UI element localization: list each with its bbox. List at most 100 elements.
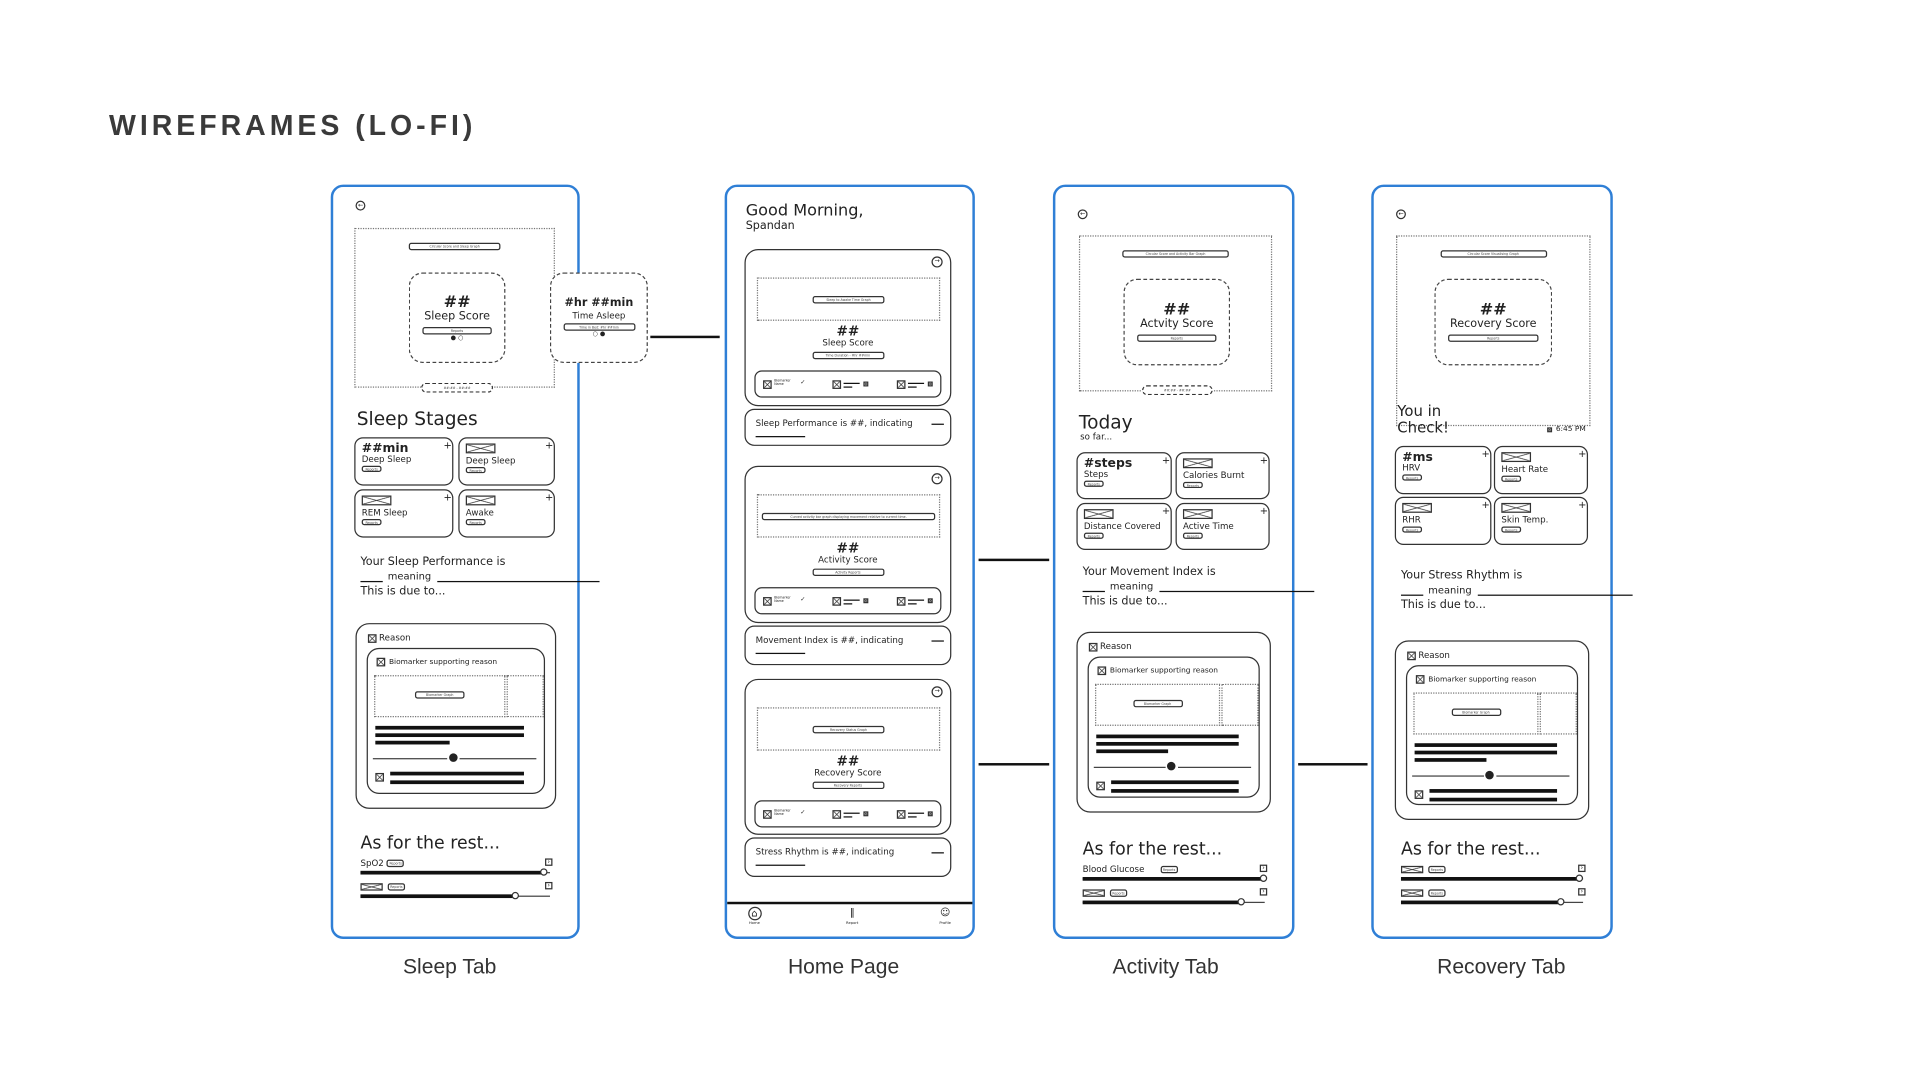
add-icon[interactable]: + bbox=[1578, 499, 1587, 511]
add-icon[interactable]: + bbox=[443, 491, 452, 503]
open-detail-button[interactable]: → bbox=[931, 686, 943, 698]
tile-reports-button[interactable]: Reports bbox=[1083, 480, 1104, 487]
nav-item-report[interactable]: ‖ Report bbox=[841, 907, 863, 932]
add-icon[interactable]: + bbox=[545, 491, 554, 503]
insight-card[interactable]: Movement Index is ##, indicating bbox=[744, 625, 952, 666]
chevron-right-button[interactable]: › bbox=[545, 881, 553, 890]
insight-card[interactable]: Sleep Performance is ##, indicating bbox=[744, 408, 952, 446]
back-button[interactable]: ← bbox=[1396, 209, 1406, 220]
nav-item-profile[interactable]: ☺Profile bbox=[934, 907, 956, 932]
reason-label: Reason bbox=[1099, 641, 1132, 652]
tile-reports-button[interactable]: Reports bbox=[1501, 475, 1522, 482]
add-icon[interactable]: + bbox=[1481, 499, 1490, 511]
carousel-dots[interactable]: ● ○ bbox=[450, 333, 464, 342]
biomarker-icon bbox=[832, 597, 842, 606]
metric-badge[interactable]: Reports bbox=[1428, 889, 1446, 897]
tile-reports-button[interactable]: Reports bbox=[465, 466, 486, 474]
insight-card[interactable]: Stress Rhythm is ##, indicating bbox=[744, 837, 952, 878]
chevron-right-button[interactable]: › bbox=[1259, 864, 1268, 873]
chevron-right-button[interactable]: › bbox=[1259, 888, 1268, 896]
add-icon[interactable]: + bbox=[1259, 454, 1269, 466]
open-detail-button[interactable]: → bbox=[931, 473, 943, 485]
summary-line: Your Movement Index is bbox=[1082, 566, 1216, 579]
add-icon[interactable]: + bbox=[545, 439, 554, 451]
nav-label: Report bbox=[846, 920, 859, 926]
score-reports-button[interactable]: Reports bbox=[422, 326, 492, 334]
time-range-pill[interactable]: ##:## - ##:## bbox=[421, 382, 494, 393]
score-reports-button[interactable]: Reports bbox=[1137, 334, 1217, 342]
time-range-pill[interactable]: ##:## - ##:## bbox=[1142, 385, 1213, 396]
value-line bbox=[907, 599, 925, 602]
text-line bbox=[1414, 758, 1486, 762]
metric-slider-knob[interactable] bbox=[1557, 898, 1565, 906]
add-icon[interactable]: + bbox=[1161, 454, 1171, 466]
metric-badge[interactable]: Reports bbox=[1428, 865, 1446, 874]
status-icon bbox=[927, 381, 933, 387]
back-button[interactable]: ← bbox=[1077, 209, 1088, 220]
bar-chart-icon: ‖ bbox=[849, 906, 855, 918]
reports-button[interactable]: Activity Reports bbox=[811, 568, 884, 577]
tile-reports-button[interactable]: Reports bbox=[361, 519, 382, 526]
score-label: Recovery Score bbox=[1450, 318, 1537, 331]
tile-reports-button[interactable]: Reports bbox=[465, 519, 486, 526]
reason-icon bbox=[1088, 642, 1098, 652]
metric-badge[interactable]: Reports bbox=[1160, 865, 1178, 874]
add-icon[interactable]: + bbox=[1578, 448, 1587, 460]
back-button[interactable]: ← bbox=[355, 200, 366, 211]
chevron-right-button[interactable]: › bbox=[1578, 864, 1586, 873]
chevron-right-button[interactable]: › bbox=[1578, 888, 1586, 896]
tile-reports-button[interactable]: Reports bbox=[1402, 474, 1423, 481]
score-reports-button[interactable]: Reports bbox=[1448, 334, 1539, 342]
flow-connector bbox=[978, 763, 1050, 766]
tile-reports-button[interactable]: Reports bbox=[1182, 481, 1203, 489]
metric-slider-knob[interactable] bbox=[512, 891, 520, 900]
chevron-right-button[interactable]: › bbox=[545, 858, 553, 866]
add-icon[interactable]: + bbox=[1481, 448, 1490, 460]
metric-slider-knob[interactable] bbox=[1237, 898, 1245, 906]
open-detail-button[interactable]: → bbox=[931, 256, 943, 268]
add-icon[interactable]: + bbox=[1161, 505, 1171, 517]
metric-slider-knob[interactable] bbox=[1259, 874, 1267, 882]
nav-item-home[interactable]: ⌂Home bbox=[743, 906, 765, 932]
biomarker-graph-label: Biomarker Graph bbox=[414, 691, 465, 699]
add-icon[interactable]: + bbox=[443, 439, 452, 451]
metric-slider-knob[interactable] bbox=[1575, 874, 1584, 882]
add-icon[interactable]: + bbox=[1259, 505, 1269, 517]
tile-reports-button[interactable]: Reports bbox=[1182, 532, 1203, 539]
metric-badge[interactable]: Reports bbox=[387, 883, 406, 891]
reports-button[interactable]: Recovery Reports bbox=[811, 781, 884, 790]
tile-reports-button[interactable]: Reports bbox=[361, 465, 382, 472]
tile-reports-button[interactable]: Reports bbox=[1501, 526, 1522, 533]
metric-badge[interactable]: Reports bbox=[1109, 889, 1128, 897]
metric-slider-knob[interactable] bbox=[540, 868, 549, 876]
metric-badge[interactable]: Reports bbox=[386, 859, 405, 868]
metric-tile[interactable]: +Skin Temp.Reports bbox=[1493, 496, 1589, 546]
tile-reports-button[interactable]: Reports bbox=[1402, 526, 1423, 533]
insight-text: Stress Rhythm is ##, indicating bbox=[755, 847, 895, 858]
reports-button[interactable]: Time Duration - #hr ##min bbox=[811, 351, 884, 360]
carousel-dots[interactable]: ○ ● bbox=[592, 330, 606, 339]
graph-label: Circular Score and Sleep Graph bbox=[408, 242, 501, 251]
summary-line: This is due to... bbox=[360, 585, 446, 599]
image-placeholder-icon bbox=[1182, 458, 1213, 469]
summary-card[interactable]: →Curved activity bar graph displaying mo… bbox=[744, 465, 952, 624]
tile-reports-button[interactable]: Reports bbox=[1083, 532, 1104, 539]
